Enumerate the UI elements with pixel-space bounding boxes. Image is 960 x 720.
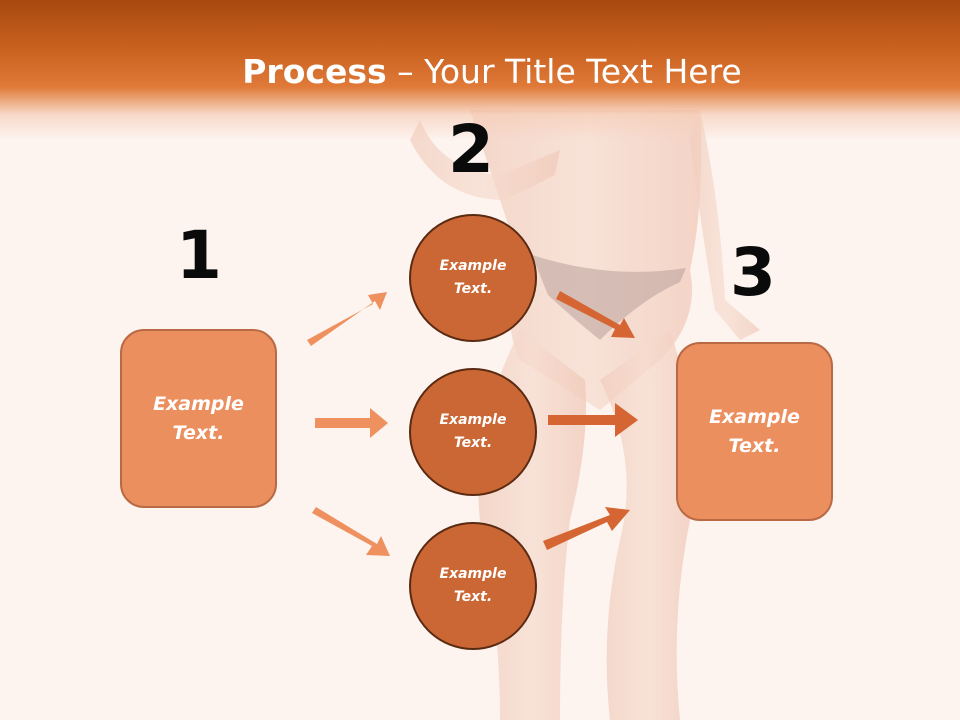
step-2-circle-1: Example Text.	[409, 214, 537, 342]
step-2-circle-2-text: Example Text.	[439, 412, 507, 451]
title-bold-part: Process	[242, 52, 387, 91]
step-2-circle-3: Example Text.	[409, 522, 537, 650]
step-3-text: Example Text.	[709, 405, 800, 457]
title-bar	[0, 0, 960, 140]
arrow-down-right-1	[312, 507, 390, 556]
arrow-down-right-2	[556, 291, 635, 338]
step-2-circle-2: Example Text.	[409, 368, 537, 496]
arrow-up-right-1	[307, 292, 387, 346]
step-1-box: Example Text.	[120, 329, 277, 508]
step-2-circle-3-text: Example Text.	[439, 566, 507, 605]
step-number-3: 3	[730, 234, 776, 311]
slide-title: Process – Your Title Text Here	[0, 52, 960, 91]
title-rest-part: – Your Title Text Here	[386, 52, 742, 91]
step-number-2: 2	[448, 111, 494, 188]
arrow-right-1	[315, 408, 388, 438]
arrow-up-right-2	[543, 507, 630, 550]
step-number-1: 1	[176, 217, 222, 294]
step-1-text: Example Text.	[153, 392, 244, 444]
arrow-right-2	[548, 403, 638, 437]
step-2-circle-1-text: Example Text.	[439, 258, 507, 297]
step-3-box: Example Text.	[676, 342, 833, 521]
